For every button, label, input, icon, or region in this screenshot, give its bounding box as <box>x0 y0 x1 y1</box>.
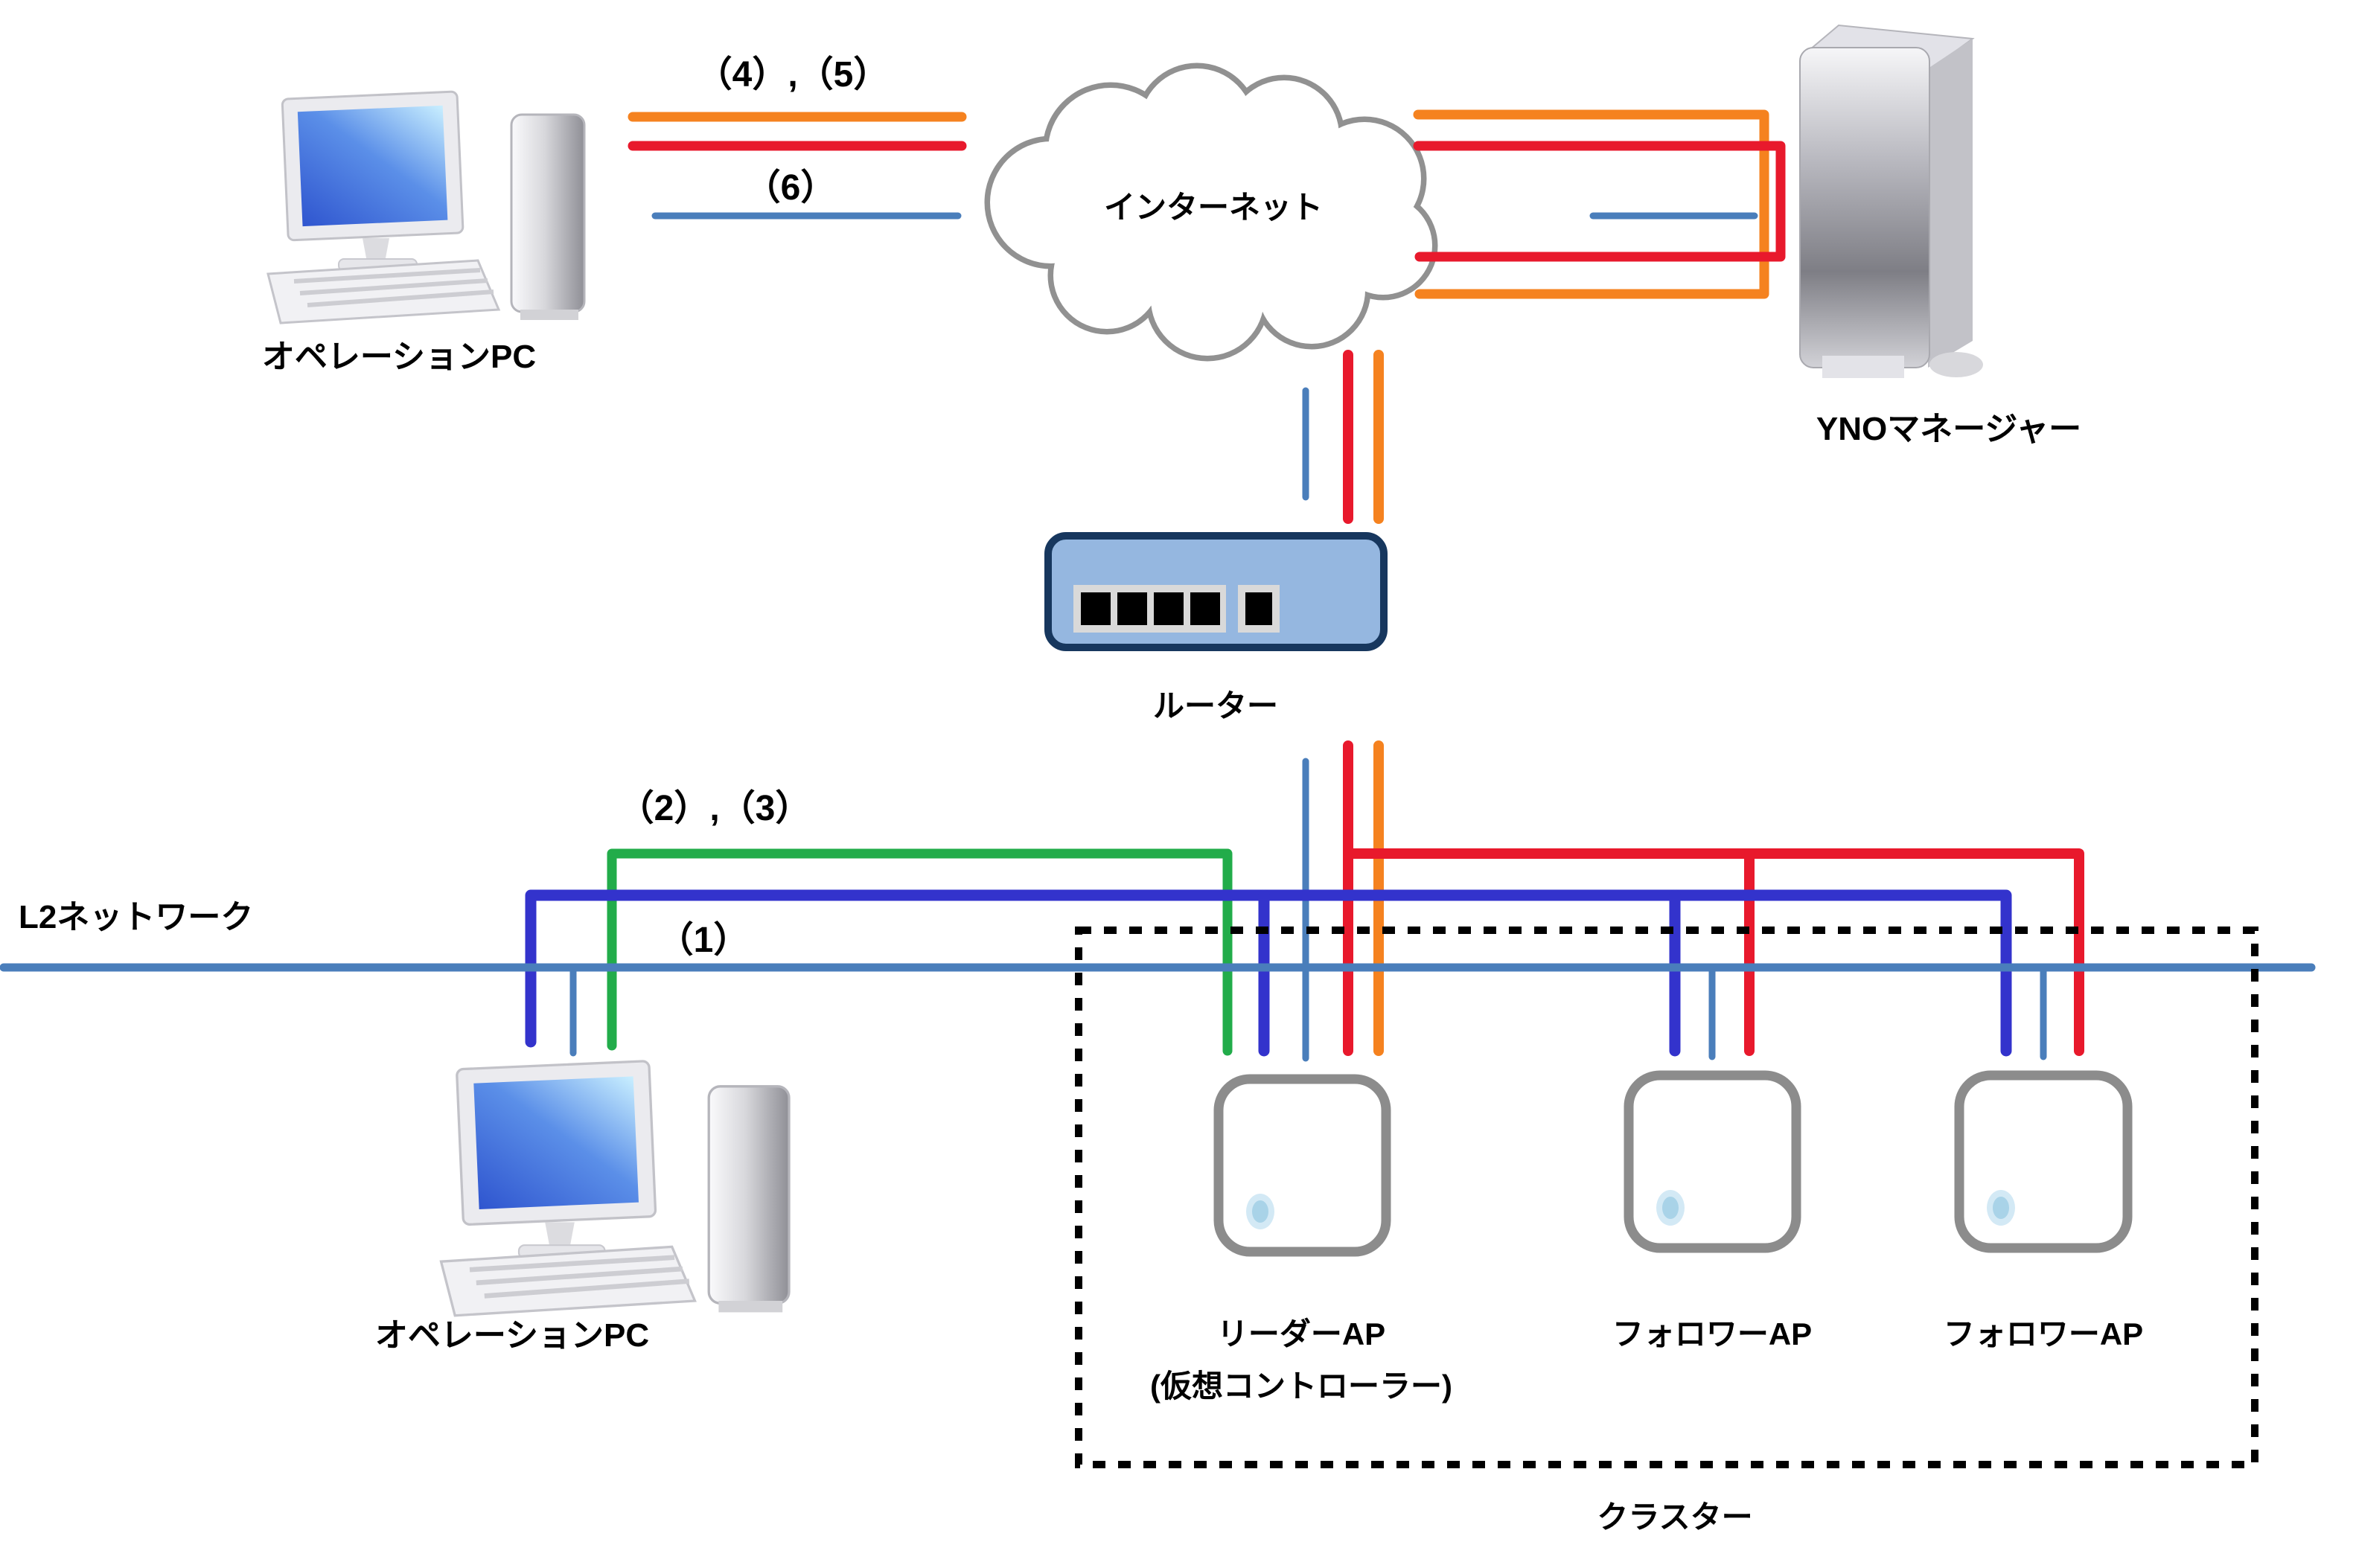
cluster-boundary-box <box>1075 927 2258 1468</box>
operation-pc-bottom-icon <box>441 1061 790 1316</box>
router-label: ルーター <box>1153 688 1278 723</box>
cluster-label: クラスター <box>1597 1500 1752 1535</box>
yno-manager-label: YNOマネージャー <box>1816 411 2081 447</box>
follower-ap-2-label: フォロワーAP <box>1944 1316 2143 1351</box>
link-2-3-label: （2）,（3） <box>619 789 811 828</box>
link-internet-yno-red <box>1413 141 1786 262</box>
yno-manager-server-icon <box>1799 24 1983 378</box>
internet-cloud-icon <box>984 63 1438 362</box>
follower-ap-1-label: フォロワーAP <box>1612 1316 1812 1351</box>
follower-ap-2-icon <box>1954 1070 2133 1253</box>
l2-network-label: L2ネットワーク <box>19 899 253 935</box>
link-6-label: （6） <box>745 168 837 208</box>
leader-ap-sublabel: (仮想コントローラー) <box>1150 1369 1452 1404</box>
internet-label: インターネット <box>1104 190 1323 225</box>
follower-ap-1-icon <box>1624 1070 1801 1253</box>
operation-pc-top-icon <box>268 92 584 323</box>
link-pc-leaderap-green <box>607 848 1233 1056</box>
link-1-label: （1） <box>658 921 750 960</box>
operation-pc-bottom-label: オペレーションPC <box>375 1317 649 1354</box>
operation-pc-top-label: オペレーションPC <box>262 339 536 375</box>
link-internet-yno-orange <box>1413 109 1769 299</box>
link-4-5-label: （4）,（5） <box>697 55 890 95</box>
leader-ap-icon <box>1213 1074 1391 1257</box>
router-icon <box>1044 532 1388 651</box>
leader-ap-label: リーダーAP <box>1217 1316 1385 1351</box>
link-router-followerap2-red <box>1343 848 2084 1056</box>
